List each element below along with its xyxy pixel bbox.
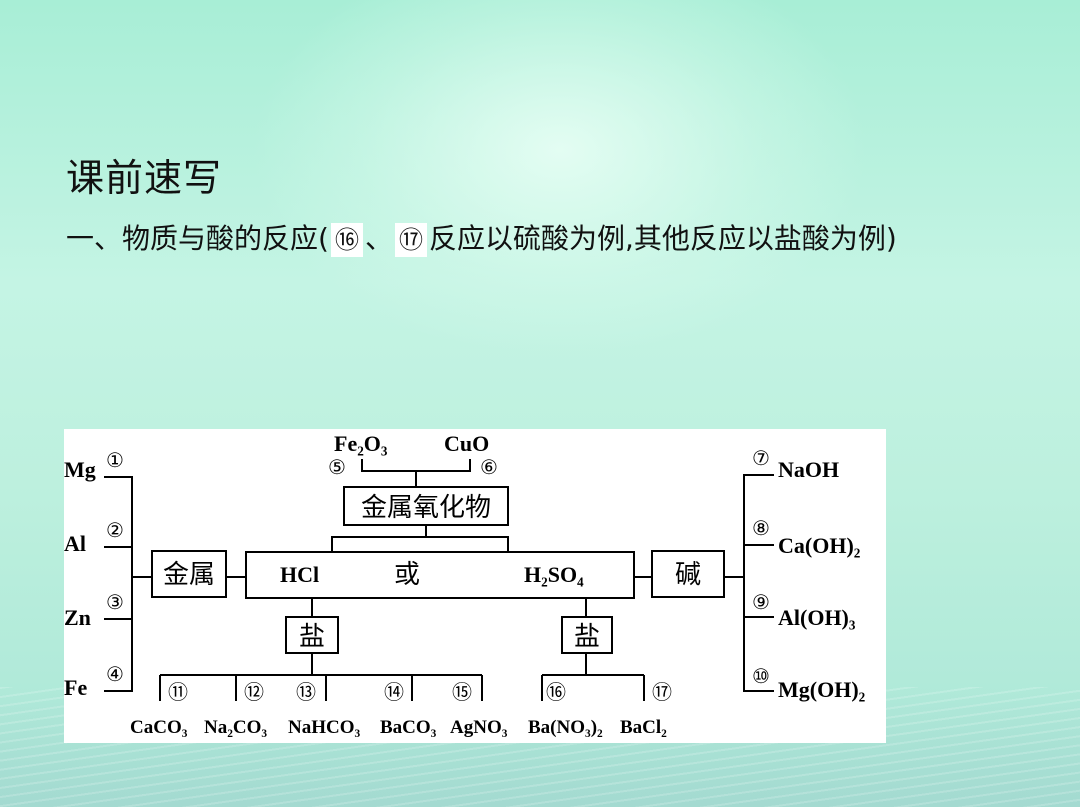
oxide-fe2o3-num: ⑤	[328, 455, 346, 479]
base-aloh3: Al(OH)₃	[778, 605, 856, 630]
bases-bracket	[743, 474, 774, 692]
heading-mark-16: ⑯	[330, 223, 363, 257]
salt-bacl2: BaCl₂	[620, 717, 667, 738]
metal-al: Al	[64, 531, 86, 556]
salt-14-num: ⑭	[384, 680, 404, 704]
salt-na2co3: Na₂CO₃	[204, 717, 267, 738]
salt-box-left-label: 盐	[299, 622, 325, 652]
metal-mg: Mg	[64, 457, 96, 482]
salt-box-right-label: 盐	[574, 622, 600, 652]
base-box	[651, 550, 725, 598]
oxide-fe2o3: Fe₂O₃	[334, 431, 388, 456]
base-mgoh2-num: ⑩	[752, 664, 770, 688]
salt-agno3: AgNO₃	[450, 717, 508, 738]
oxides-bracket	[361, 459, 471, 472]
acid-reaction-diagram: Mg ① Al ② Zn ③ Fe ④ 金属 HCl 或 H₂SO₄ Fe₂O₃…	[64, 429, 886, 743]
oxide-acid-connector-left	[331, 525, 427, 552]
heading-separator: 、	[364, 222, 393, 255]
diagram-svg: Mg ① Al ② Zn ③ Fe ④ 金属 HCl 或 H₂SO₄ Fe₂O₃…	[64, 431, 866, 738]
oxide-acid-connector-right	[426, 536, 509, 552]
salt-box-left	[285, 616, 339, 654]
base-mgoh2: Mg(OH)₂	[778, 677, 866, 702]
metal-box	[151, 550, 227, 598]
base-caoh2-num: ⑧	[752, 516, 770, 540]
salt-12-num: ⑫	[244, 680, 264, 704]
salt-11-num: ⑪	[168, 680, 188, 704]
background-glow	[250, 0, 870, 360]
metal-box-label: 金属	[163, 560, 215, 590]
metal-al-num: ②	[106, 518, 124, 542]
oxide-box	[343, 486, 509, 526]
oxide-cuo: CuO	[444, 431, 489, 456]
salt-16-num: ⑯	[546, 680, 566, 704]
acid-or: 或	[394, 560, 420, 590]
salt-13-num: ⑬	[296, 680, 316, 704]
heading-mark-17: ⑰	[394, 223, 427, 257]
salt-caco3: CaCO₃	[130, 717, 188, 738]
metal-zn: Zn	[64, 605, 91, 630]
base-naoh-num: ⑦	[752, 446, 770, 470]
salt-box-right	[561, 616, 613, 654]
heading-suffix: 反应以硫酸为例,其他反应以盐酸为例)	[428, 222, 897, 255]
base-naoh: NaOH	[778, 457, 839, 482]
acid-h2so4: H₂SO₄	[524, 562, 584, 587]
salt-17-num: ⑰	[652, 680, 672, 704]
acid-hcl: HCl	[280, 562, 319, 587]
oxide-cuo-num: ⑥	[480, 455, 498, 479]
metal-mg-num: ①	[106, 448, 124, 472]
metals-bracket	[104, 476, 133, 692]
salt-15-num: ⑮	[452, 680, 472, 704]
salt-nahco3: NaHCO₃	[288, 717, 361, 738]
metal-fe: Fe	[64, 675, 87, 700]
salt-baco3: BaCO₃	[380, 717, 437, 738]
oxide-box-label: 金属氧化物	[361, 493, 491, 523]
metal-zn-num: ③	[106, 590, 124, 614]
base-box-label: 碱	[675, 560, 701, 590]
base-aloh3-num: ⑨	[752, 590, 770, 614]
metal-fe-num: ④	[106, 662, 124, 686]
heading-prefix: 一、物质与酸的反应(	[66, 222, 329, 255]
salt-bano32: Ba(NO₃)₂	[528, 717, 603, 738]
acid-box	[245, 551, 635, 599]
base-caoh2: Ca(OH)₂	[778, 533, 861, 558]
page-title: 课前速写	[66, 156, 223, 200]
